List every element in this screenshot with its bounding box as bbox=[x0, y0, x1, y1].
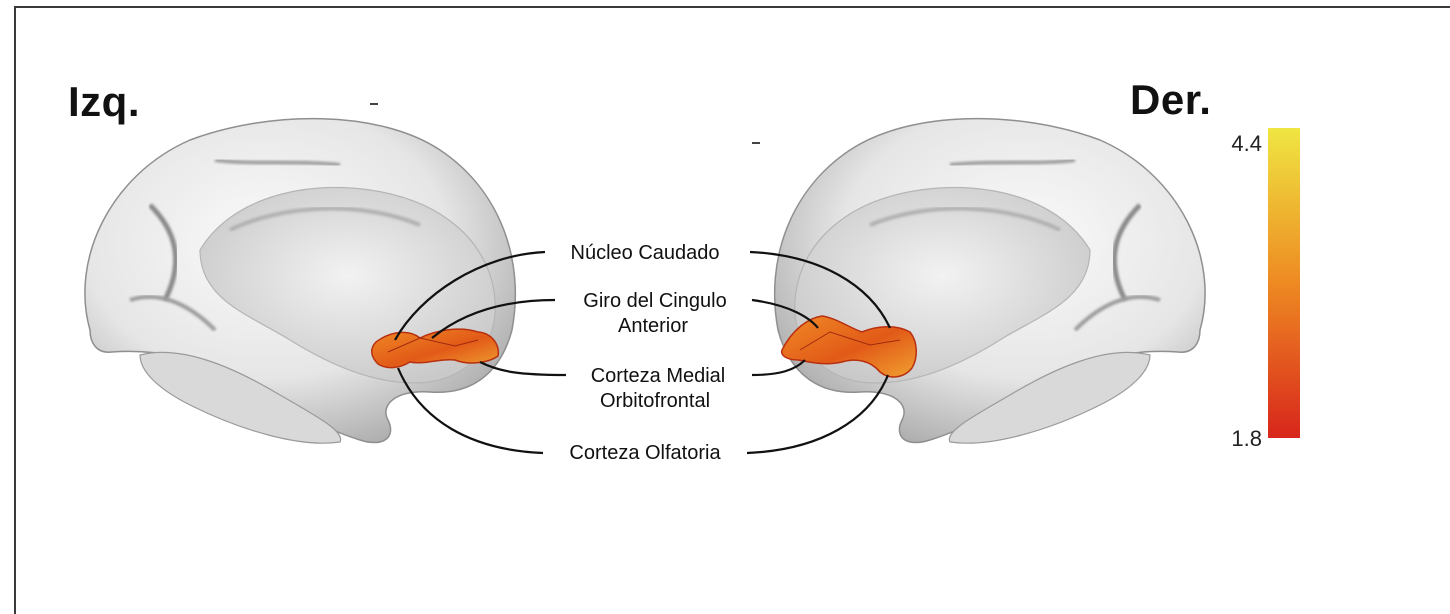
region-label-cingulate-line1: Giro del Cingulo bbox=[583, 290, 726, 312]
left-hemisphere bbox=[85, 119, 515, 444]
colorbar-min-label: 1.8 bbox=[1231, 426, 1262, 451]
colorbar-gradient bbox=[1268, 128, 1300, 438]
region-label-cingulate-line2: Anterior bbox=[618, 315, 688, 337]
region-label-caudate: Núcleo Caudado bbox=[571, 242, 720, 264]
region-label-orbitofrontal-line1: Corteza Medial bbox=[591, 365, 726, 387]
region-label-orbitofrontal-line2: Orbitofrontal bbox=[600, 390, 710, 412]
colorbar: 4.4 1.8 bbox=[1231, 128, 1300, 451]
colorbar-max-label: 4.4 bbox=[1231, 131, 1262, 156]
right-hemisphere bbox=[775, 119, 1205, 444]
region-label-olfactory: Corteza Olfatoria bbox=[569, 442, 721, 464]
